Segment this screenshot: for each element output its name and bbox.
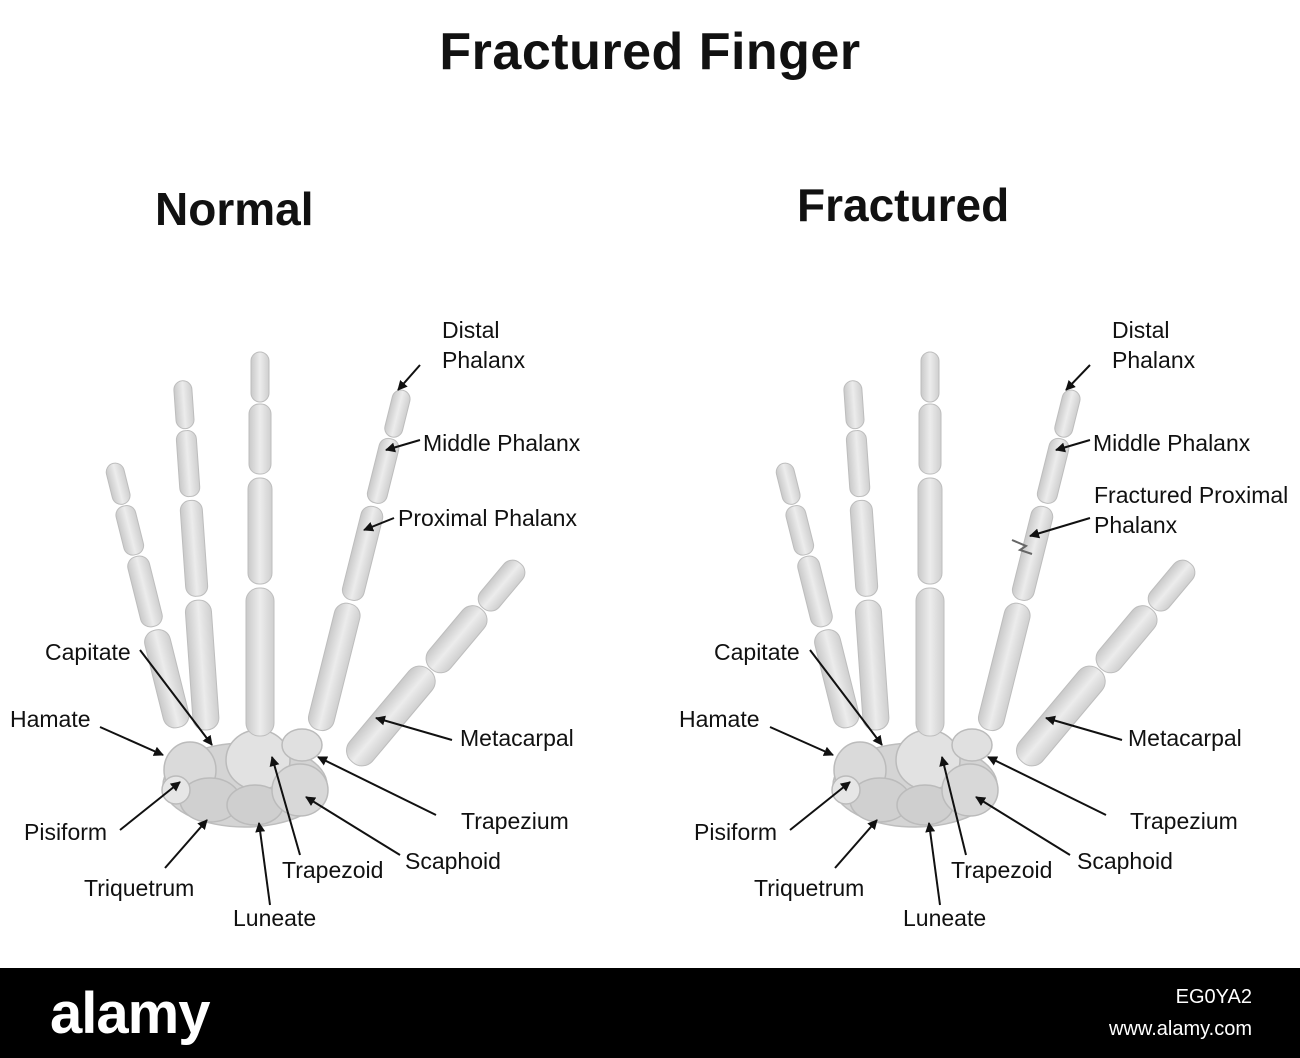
fractured-label-distal-phalanx: Distal Phalanx [1112, 317, 1196, 373]
fractured-label-middle-phalanx: Middle Phalanx [1093, 430, 1251, 456]
normal-label-distal-phalanx: Distal Phalanx [442, 317, 526, 373]
fractured-label-scaphoid: Scaphoid [1077, 848, 1173, 874]
normal-label-proximal-phalanx: Proximal Phalanx [398, 505, 577, 531]
fractured-label-luneate: Luneate [903, 905, 987, 931]
normal-panel-title: Normal [155, 183, 314, 235]
normal-label-capitate: Capitate [45, 639, 131, 665]
normal-label-pisiform: Pisiform [24, 819, 108, 845]
normal-label-hamate: Hamate [10, 706, 91, 732]
normal-label-metacarpal: Metacarpal [460, 725, 574, 751]
normal-label-luneate: Luneate [233, 905, 317, 931]
fractured-callout-arrows [769, 364, 1123, 906]
fractured-label-pisiform: Pisiform [694, 819, 778, 845]
fractured-label-metacarpal: Metacarpal [1128, 725, 1242, 751]
fractured-panel-title: Fractured [797, 179, 1010, 231]
normal-callout-arrows [99, 364, 453, 906]
normal-hand-illustration [99, 351, 532, 828]
normal-label-trapezium: Trapezium [461, 808, 569, 834]
fractured-label-triquetrum: Triquetrum [754, 875, 865, 901]
fractured-hand-illustration [769, 351, 1202, 828]
footer-bar: alamy EG0YA2 www.alamy.com [0, 968, 1300, 1058]
image-id: EG0YA2 [1175, 986, 1252, 1008]
fractured-label-trapezium: Trapezium [1130, 808, 1238, 834]
footer-site-url: www.alamy.com [1109, 1018, 1252, 1040]
fractured-label-proximal-phalanx: Fractured Proximal Phalanx [1094, 482, 1289, 538]
fractured-label-hamate: Hamate [679, 706, 760, 732]
fractured-label-trapezoid: Trapezoid [951, 857, 1053, 883]
normal-label-trapezoid: Trapezoid [282, 857, 384, 883]
alamy-logo: alamy [50, 981, 210, 1046]
normal-label-triquetrum: Triquetrum [84, 875, 195, 901]
hand-diagrams [99, 351, 1202, 906]
normal-label-middle-phalanx: Middle Phalanx [423, 430, 581, 456]
diagram-title: Fractured Finger [439, 23, 861, 81]
normal-label-scaphoid: Scaphoid [405, 848, 501, 874]
fracture-mark [1011, 539, 1033, 555]
fractured-label-capitate: Capitate [714, 639, 800, 665]
